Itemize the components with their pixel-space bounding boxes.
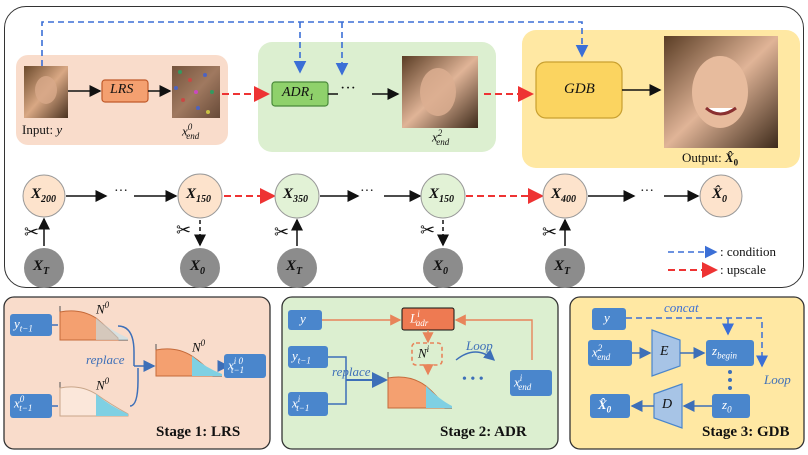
s2-xend-label: xiend <box>514 373 532 392</box>
s2-curve <box>387 372 452 409</box>
s2-loop-arrow <box>455 349 496 361</box>
condition-line-top <box>41 21 589 66</box>
s1-curve-top <box>59 306 128 341</box>
chain-dots-3: ··· <box>640 184 654 199</box>
stage2-title: Stage 2: ADR <box>440 424 527 440</box>
chain-node-1 <box>22 174 66 218</box>
s2-loss-label: Liadr <box>410 309 429 328</box>
s1-out-label: xi 0t−1 <box>228 356 245 375</box>
chain-node-label-3: X350 <box>283 186 309 205</box>
scissors-icon: ✂ <box>542 222 558 242</box>
s3-xend-label: x2end <box>592 343 611 362</box>
s2-yprev-label: yt−1 <box>292 348 311 366</box>
gray-node-2 <box>180 248 220 288</box>
scissors-icon: ✂ <box>420 220 436 240</box>
gdb-block-label: GDB <box>564 81 595 97</box>
gray-node-1 <box>24 248 64 288</box>
s3-loop-label: Loop <box>764 372 791 387</box>
s3-concat-line <box>626 317 768 368</box>
s1-x0prev-label: x0t−1 <box>14 394 33 413</box>
s3-x0-box <box>590 394 630 418</box>
gray-node-label-5: XT <box>554 258 571 277</box>
s2-ni-label: Ni <box>418 344 430 361</box>
s2-y-label: y <box>300 311 306 326</box>
s2-dots: • • • <box>462 372 484 387</box>
gray-node-label-3: XT <box>286 258 303 277</box>
chain-node-3 <box>274 173 320 219</box>
x-end0-label: x0end <box>182 122 200 141</box>
s1-replace-label: replace <box>86 352 125 367</box>
s1-n0-bottom: N0 <box>96 376 110 393</box>
s1-out-box <box>224 354 266 378</box>
x-end2-label: x2end <box>432 128 450 147</box>
s2-loop-label: Loop <box>466 338 493 353</box>
adr-dots: ··· <box>340 80 356 97</box>
s2-xiprev-label: xit−1 <box>292 394 310 413</box>
s1-curve-result <box>155 344 222 377</box>
gray-node-label-4: X0 <box>433 258 449 277</box>
chain-dots-2: ··· <box>360 184 374 199</box>
s3-z0-label: z0 <box>722 397 732 415</box>
chain-dots-1: ··· <box>114 184 128 199</box>
chain-node-label-6: X̂0 <box>712 186 728 205</box>
gray-node-label-1: XT <box>33 258 50 277</box>
s1-x0prev-box <box>10 394 52 418</box>
scissors-icon: ✂ <box>24 222 40 242</box>
gray-node-4 <box>423 248 463 288</box>
scissors-icon: ✂ <box>176 220 192 240</box>
s1-n0-right: N0 <box>192 338 206 355</box>
chain-node-label-1: X200 <box>31 186 57 205</box>
s3-zbegin-box <box>706 340 754 366</box>
s2-y-box <box>288 310 322 330</box>
legend-condition-label: : condition <box>720 244 776 259</box>
input-caption: Input: y <box>22 122 63 137</box>
s3-encoder-label: E <box>660 344 669 359</box>
s2-replace-label: replace <box>332 364 371 379</box>
stage2-panel <box>281 296 559 450</box>
gray-node-5 <box>545 248 585 288</box>
noise-pattern <box>172 66 220 118</box>
chain-node-label-4: X150 <box>429 186 455 205</box>
chain-node-label-2: X150 <box>186 186 212 205</box>
chain-node-label-5: X400 <box>551 186 577 205</box>
s3-encoder-shape <box>651 329 681 377</box>
s2-yprev-box <box>288 346 328 368</box>
output-caption: Output: X̂0 <box>682 150 739 168</box>
s1-n0-top: N0 <box>96 300 110 317</box>
chain-node-4 <box>420 173 466 219</box>
s3-xend-box <box>588 340 632 366</box>
s3-y-label: y <box>604 310 610 325</box>
s3-concat-label: concat <box>664 300 699 315</box>
s3-y-box <box>592 308 626 330</box>
gray-node-label-2: X0 <box>190 258 206 277</box>
s1-merge-lines <box>117 325 139 407</box>
stage3-title: Stage 3: GDB <box>702 424 790 440</box>
gray-node-3 <box>277 248 317 288</box>
scissors-icon: ✂ <box>274 222 290 242</box>
s3-decoder-shape <box>653 383 683 429</box>
chain-node-2 <box>177 173 223 219</box>
s1-curve-bottom <box>59 382 129 417</box>
chain-node-5 <box>542 173 588 219</box>
s3-decoder-label: D <box>662 397 673 412</box>
s2-xiprev-box <box>288 392 328 416</box>
s1-yprev-box <box>10 314 52 336</box>
s3-zbegin-label: zbegin <box>712 343 738 361</box>
s2-xend-box <box>510 370 552 396</box>
s1-yprev-label: yt−1 <box>14 316 33 334</box>
lrs-block-label: LRS <box>110 82 134 97</box>
s3-z0-box <box>712 394 750 418</box>
stage1-title: Stage 1: LRS <box>156 424 241 440</box>
main-pipeline-panel <box>4 6 804 288</box>
s3-x0-label: X̂0 <box>598 397 612 415</box>
chain-node-6 <box>699 174 743 218</box>
adr-block-label: ADR1 <box>282 85 314 102</box>
legend-upscale-label: : upscale <box>720 262 766 277</box>
